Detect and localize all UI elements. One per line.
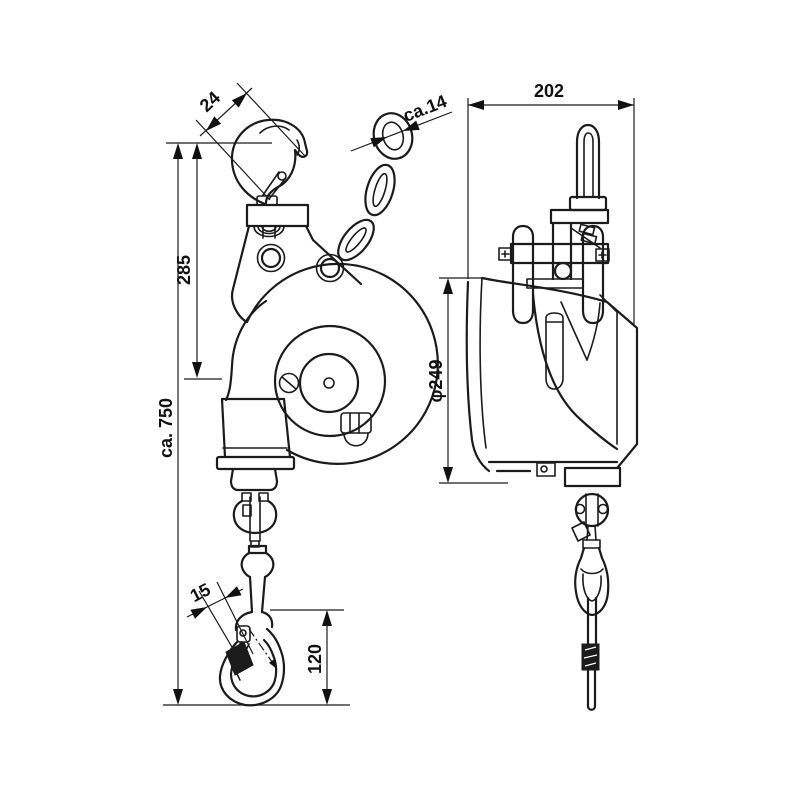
safety-chain xyxy=(337,112,414,262)
side-swivel-cable xyxy=(571,492,610,711)
dim-label-hook-opening: 24 xyxy=(196,87,224,115)
side-trunnion xyxy=(498,208,610,325)
dim-upper-height: 285 xyxy=(174,143,222,380)
suspension-bracket xyxy=(230,203,363,324)
dim-label-upper-height: 285 xyxy=(174,255,194,285)
dim-body-width: 202 xyxy=(467,81,635,326)
side-body xyxy=(465,276,639,488)
lock-sleeve xyxy=(225,641,254,676)
dim-label-housing-diameter: φ249 xyxy=(426,360,446,403)
dim-label-chain-link: ca.14 xyxy=(400,91,449,126)
dim-carabiner-height: 120 xyxy=(270,609,344,705)
dimensions: ca. 750 285 24 ca.14 xyxy=(156,81,635,706)
dim-housing-diameter: φ249 xyxy=(426,277,508,484)
side-top-pin xyxy=(568,123,608,212)
side-view xyxy=(465,123,639,711)
lower-swivel xyxy=(232,492,278,548)
dim-label-total-length: ca. 750 xyxy=(156,398,176,458)
snap-hook xyxy=(218,544,286,707)
dim-total-length: ca. 750 xyxy=(156,143,183,705)
spiral-housing xyxy=(215,262,439,492)
dim-chain-link: ca.14 xyxy=(350,91,453,152)
dim-label-carabiner-height: 120 xyxy=(305,644,325,674)
dim-hook-opening: 24 xyxy=(195,82,306,201)
top-hook xyxy=(230,118,309,206)
dim-label-carabiner-opening: 15 xyxy=(187,579,214,606)
dim-label-body-width: 202 xyxy=(534,81,564,101)
